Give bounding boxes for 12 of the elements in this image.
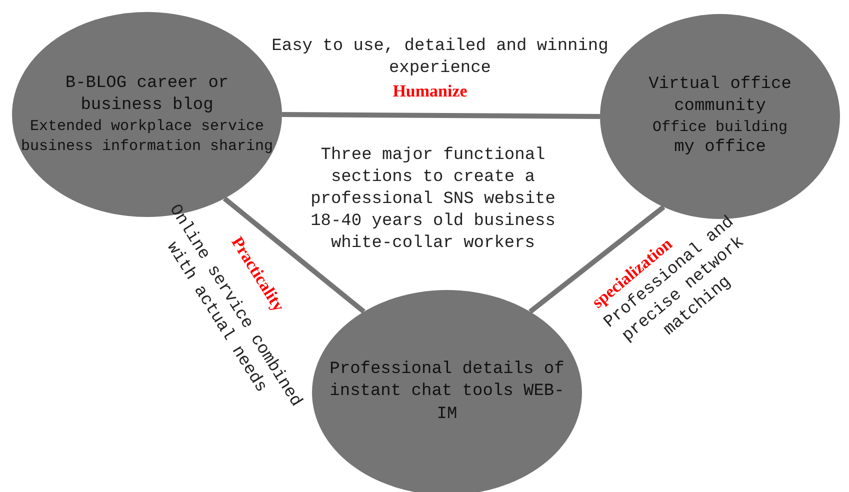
node-text: Extended workplace service business information sharing	[20, 117, 274, 156]
connector-line	[282, 112, 600, 119]
annotation-text: Easy to use, detailed and winning experience	[270, 36, 610, 80]
edge-label: Humanize	[390, 82, 470, 100]
node-text: B-BLOG career or business blog	[64, 72, 230, 117]
node-text: Office building	[652, 118, 788, 138]
node-text: Virtual office community	[648, 74, 792, 118]
annotation-text: Three major functional sections to create a professional SNS website 18-40 years old business white-collar workers	[310, 144, 556, 256]
node-text: Professional details of instant chat tools WEB-IM	[328, 359, 566, 426]
connector-line	[222, 196, 366, 314]
connector-line	[528, 205, 666, 314]
node-text: my office	[674, 137, 766, 160]
